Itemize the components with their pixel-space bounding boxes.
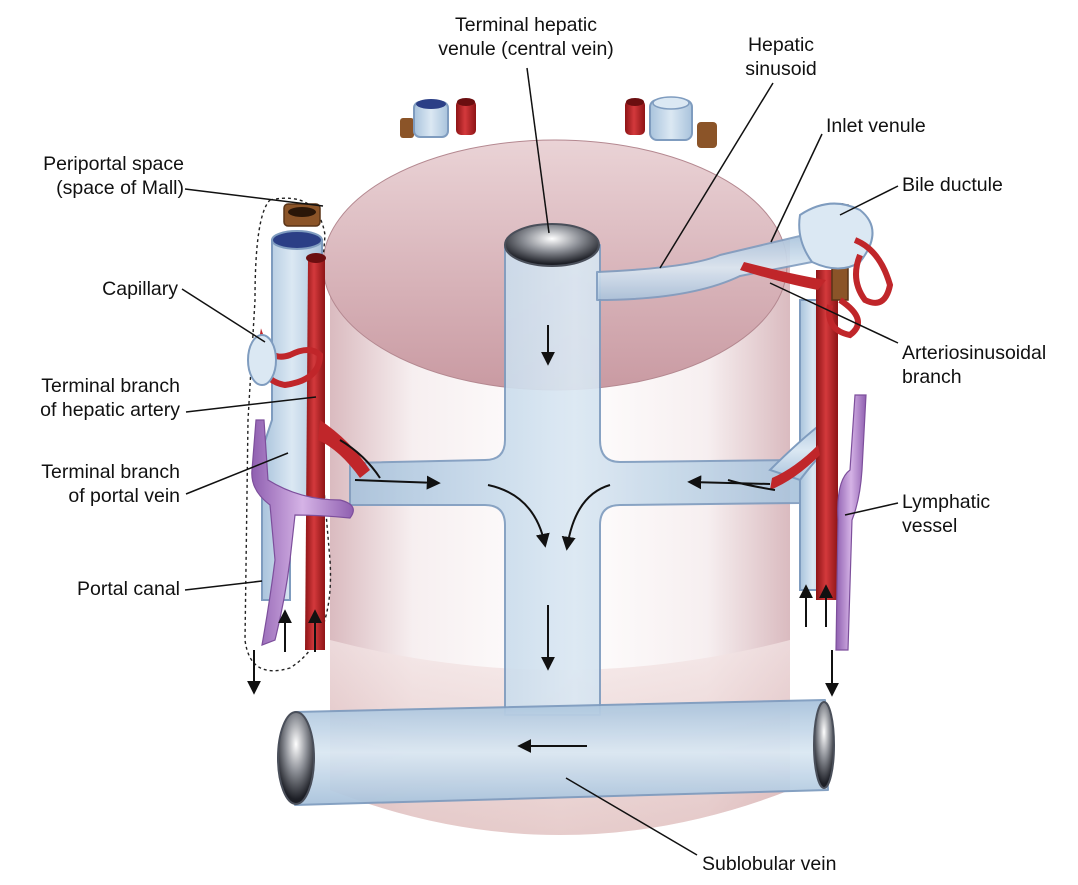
leader-terminal-branch-portal-vein [185,452,289,495]
leader-sublobular-vein [565,777,698,856]
label-portal-canal: Portal canal [77,578,180,600]
label-terminal-branch-portal-vein: Terminal branch of portal vein [41,461,180,507]
label-terminal-branch-hepatic-artery: Terminal branch of hepatic artery [40,375,180,421]
left-hepatic-artery [305,258,325,650]
leader-lymphatic-vessel [844,502,899,516]
right-capillary-loops [826,237,894,339]
right-lymphatic-vessel [835,394,867,651]
leader-inlet-venule [770,133,823,243]
top-vessels [400,96,717,148]
label-capillary: Capillary [102,278,178,300]
leader-arteriosinusoidal-branch [769,282,899,344]
left-capillary-vein [247,334,277,386]
leader-lines [181,67,899,856]
inlet-venule [596,235,813,301]
flow-arrows [247,325,839,753]
right-artery-branch [770,445,820,490]
leader-bile-ductule [839,185,899,216]
leader-hepatic-sinusoid [659,82,774,269]
sublobular-vein-right-opening [813,701,835,789]
label-bile-ductule: Bile ductule [902,174,1003,196]
sublobular-vein [294,699,829,806]
leader-terminal-branch-hepatic-artery [185,396,317,413]
sublobular-vein-left-opening [277,711,315,805]
left-hepatic-artery-opening [306,253,326,263]
leader-terminal-hepatic-venule [526,67,550,234]
label-terminal-hepatic-venule: Terminal hepatic venule (central vein) [438,14,614,60]
label-periportal-space: Periportal space (space of Mall) [43,153,184,199]
label-hepatic-sinusoid: Hepatic sinusoid [745,34,817,80]
leader-periportal-space [184,188,324,207]
arteriosinusoidal-branch-vessel [740,262,826,290]
leader-portal-canal [184,580,263,591]
left-portal-vein-opening [271,230,323,250]
left-portal-triad [244,197,370,672]
left-bile-ductule-lumen [288,207,316,217]
leader-capillary [181,288,266,343]
label-lymphatic-vessel: Lymphatic vessel [902,491,991,537]
label-inlet-venule: Inlet venule [826,115,926,137]
right-portal-triad [740,202,894,651]
label-arteriosinusoidal-branch: Arteriosinusoidal branch [902,342,1047,388]
portal-canal-outline [244,197,332,672]
left-artery-branch [318,420,370,478]
central-vein-opening [504,223,600,267]
label-sublobular-vein: Sublobular vein [702,853,837,875]
right-hepatic-artery [816,270,838,600]
left-lymphatic-vessel [251,419,354,646]
